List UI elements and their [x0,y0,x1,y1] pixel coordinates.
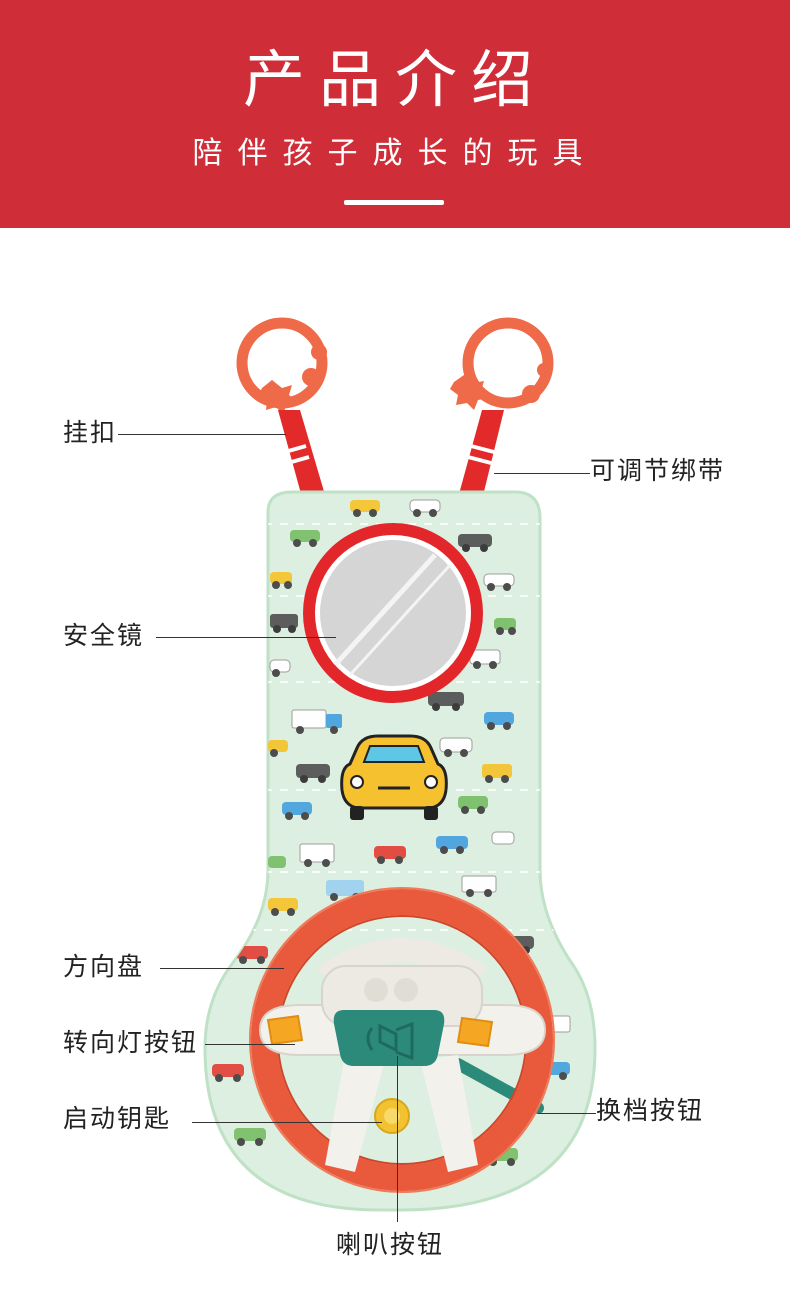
pattern-car-icon [290,530,320,547]
pattern-car-icon [409,499,441,517]
label-ignition-key: 启动钥匙 [63,1104,172,1133]
right-hook-ring [450,317,554,410]
pattern-car-icon [268,740,288,757]
right-hook-flower-icon [450,375,489,410]
pattern-car-icon [236,946,268,964]
leader-turn-signal-button [205,1044,295,1045]
turn-signal-right-button[interactable] [456,1016,494,1048]
pattern-car-icon [428,692,464,711]
pattern-car-icon [494,618,516,635]
pattern-car-icon [458,534,492,552]
product-illustration [203,317,597,1212]
leader-gear-button [538,1113,596,1114]
page-subtitle: 陪伴孩子成长的玩具 [192,136,598,171]
leader-mirror [156,637,336,638]
pattern-car-icon [268,898,298,916]
leader-horn-button [397,1056,398,1222]
wheel-left-spoke [325,1055,385,1172]
pattern-car-icon [458,796,488,814]
label-gear-button: 换档按钮 [596,1096,705,1125]
pattern-car-icon [269,659,291,677]
pattern-car-icon [268,856,286,868]
page-title: 产品介绍 [242,43,547,116]
left-hook-ring [236,317,328,414]
pattern-car-icon [374,846,406,864]
wheel-right-spoke [420,1055,478,1172]
pattern-car-icon [436,836,468,854]
car-icon [340,734,448,820]
safety-mirror [303,523,483,703]
header-banner: 产品介绍 陪伴孩子成长的玩具 [0,0,790,228]
pattern-car-icon [491,831,515,845]
title-divider [344,200,444,205]
pattern-car-icon [350,500,380,517]
product-figure: 挂扣 可调节绑带 安全镜 方向盘 转向灯按钮 启动钥匙 换档按钮 喇叭按钮 [0,228,790,1301]
leader-steering-wheel [160,968,284,969]
pattern-car-icon [484,712,514,730]
pattern-car-icon [461,875,497,897]
label-steering-wheel: 方向盘 [63,952,145,981]
label-mirror: 安全镜 [63,621,145,650]
label-horn-button: 喇叭按钮 [336,1230,445,1259]
pattern-car-icon [483,573,515,591]
left-hook-flower-icon [259,380,297,414]
pattern-car-icon [299,843,335,867]
right-strap [456,410,504,512]
horn-button[interactable] [333,1010,445,1066]
horn-icon [366,1021,414,1061]
label-hook: 挂扣 [63,418,118,447]
turn-signal-left-button[interactable] [266,1014,304,1046]
leader-ignition-key [192,1122,382,1123]
label-turn-signal-button: 转向灯按钮 [63,1028,199,1057]
pattern-car-icon [212,1064,244,1082]
label-strap: 可调节绑带 [590,456,726,485]
pattern-car-icon [296,764,330,783]
pattern-car-icon [291,709,342,734]
leader-hook [118,434,286,435]
wheel-top-trim [316,938,488,985]
pattern-car-icon [270,614,298,633]
pattern-car-icon [270,572,292,589]
pattern-car-icon [439,737,473,757]
ignition-key-button[interactable] [374,1098,410,1134]
pattern-car-icon [234,1128,266,1146]
left-strap [278,410,328,512]
leader-strap [494,473,590,474]
pattern-car-icon [482,764,512,783]
pattern-car-icon [282,802,312,820]
